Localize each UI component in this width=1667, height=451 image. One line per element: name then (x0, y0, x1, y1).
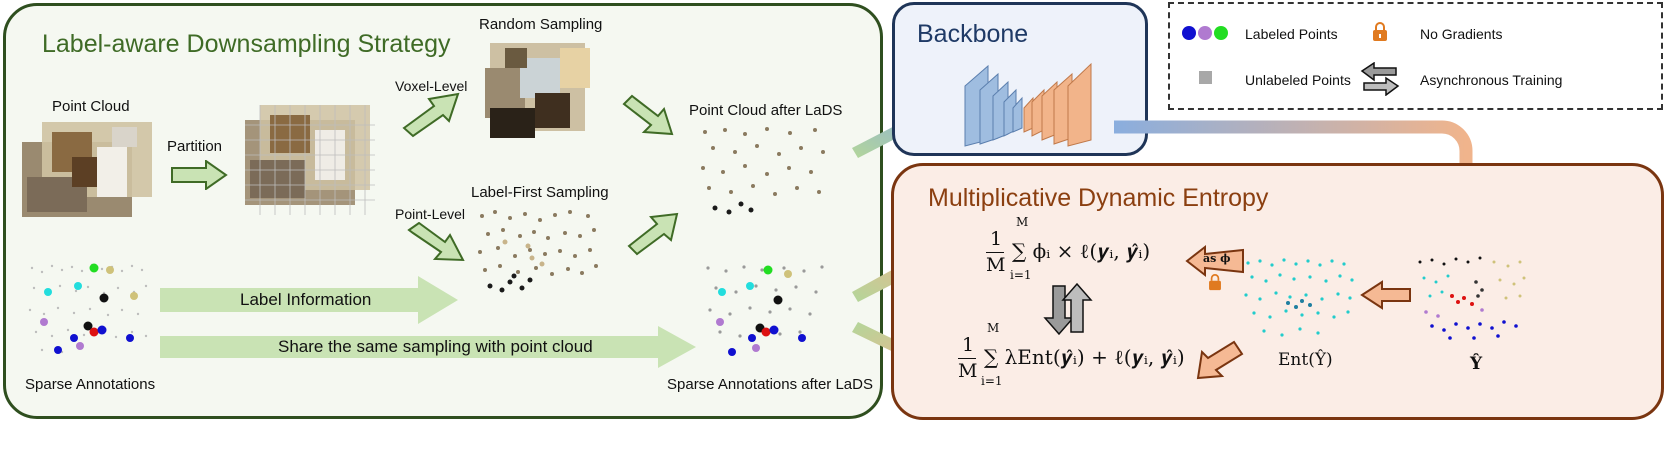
as-phi-arrow (1185, 244, 1244, 278)
unlabeled-point-icon (1199, 71, 1212, 84)
eq2-frac-den: M (958, 360, 978, 382)
backbone-title: Backbone (917, 20, 1029, 48)
prediction-label: Ŷ (1470, 354, 1483, 374)
eq2-frac-bar (958, 358, 976, 359)
eq2-sum-bottom: i=1 (981, 374, 1003, 388)
mde-title: Multiplicative Dynamic Entropy (928, 184, 1269, 212)
eq1-sum-bottom: i=1 (1010, 268, 1032, 282)
share-sampling-text: Share the same sampling with point cloud (278, 337, 593, 356)
prediction-image (1418, 256, 1526, 340)
eq1-sum-top: M (1016, 215, 1029, 229)
lock-icon (1373, 22, 1387, 41)
output-to-entropy-arrow (1360, 280, 1411, 310)
backbone-network-icon (964, 62, 1092, 147)
sparse-annotations-image (28, 263, 148, 354)
point-cloud-label: Point Cloud (52, 98, 130, 115)
legend-async-training: Asynchronous Training (1420, 72, 1563, 88)
no-gradient-lock-icon (1209, 274, 1221, 291)
voxel-level-label: Voxel-Level (395, 78, 468, 94)
legend-box (1168, 2, 1663, 110)
entropy-label: Ent(Ŷ) (1278, 350, 1333, 370)
random-sampling-image (485, 43, 590, 138)
eq2-main: ∑ λEnt(𝒚̂ᵢ) + ℓ(𝒚ᵢ, 𝒚̂ᵢ) (984, 345, 1185, 369)
voxel-level-arrow (402, 92, 460, 138)
sparse-after-lads-label: Sparse Annotations after LaDS (667, 376, 873, 393)
eq1-main: ∑ ϕᵢ × ℓ(𝒚ᵢ, 𝒚̂ᵢ) (1012, 239, 1151, 263)
label-first-to-after-arrow (627, 212, 679, 256)
sparse-after-lads-image (706, 265, 824, 356)
label-information-arrow (160, 276, 458, 324)
label-first-sampling-label: Label-First Sampling (471, 184, 609, 201)
eq1-frac-num: 1 (990, 228, 1003, 250)
share-sampling-arrow (160, 326, 696, 368)
pc-after-lads-image (701, 127, 825, 215)
point-level-arrow (407, 222, 465, 262)
label-information-text: Label Information (240, 290, 372, 309)
voxel-grid-image (245, 105, 375, 215)
async-training-icon (1360, 62, 1400, 96)
entropy-map-image (1244, 258, 1354, 337)
mde-panel (891, 163, 1664, 420)
labeled-points-icon (1182, 26, 1228, 40)
entropy-to-eq2-arrow (1196, 340, 1244, 380)
point-cloud-image (22, 122, 152, 217)
label-first-sampling-image (478, 210, 598, 293)
eq1-frac-den: M (986, 254, 1006, 276)
sparse-annotations-label: Sparse Annotations (25, 376, 156, 393)
legend-no-gradients: No Gradients (1420, 26, 1503, 42)
legend-unlabeled-points: Unlabeled Points (1245, 72, 1351, 88)
backbone-panel (892, 2, 1148, 156)
lads-title: Label-aware Downsampling Strategy (42, 30, 451, 58)
partition-label: Partition (167, 138, 223, 155)
eq2-sum-top: M (987, 321, 1000, 335)
partition-arrow (171, 160, 228, 190)
point-level-label: Point-Level (395, 206, 466, 222)
eq1-frac-bar (986, 252, 1004, 253)
legend-labeled-points: Labeled Points (1245, 26, 1338, 42)
random-sampling-label: Random Sampling (479, 16, 603, 33)
random-to-after-arrow (622, 94, 674, 136)
async-training-arrows (1043, 282, 1093, 336)
as-phi-label: as ϕ (1203, 252, 1231, 265)
eq2-frac-num: 1 (962, 334, 975, 356)
pc-after-lads-label: Point Cloud after LaDS (689, 102, 843, 119)
